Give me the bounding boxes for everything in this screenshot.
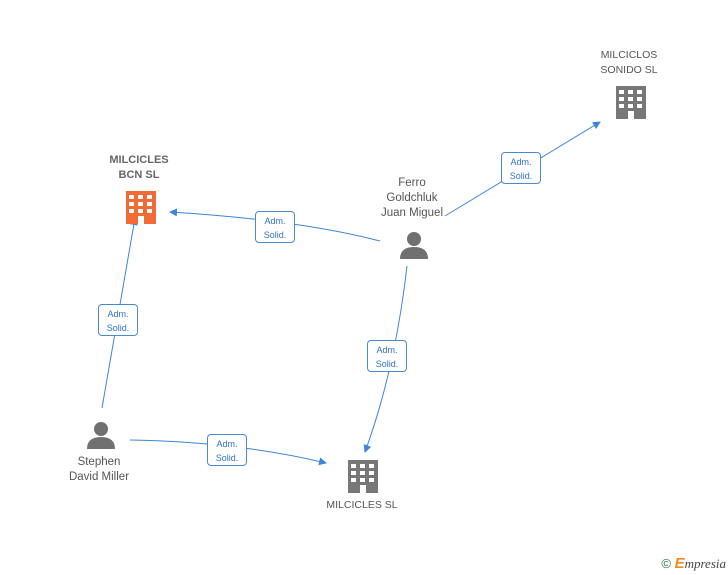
badge-line: Adm. (510, 157, 532, 167)
person-icon (400, 232, 428, 259)
building-icon (126, 191, 156, 224)
edge-label-badge[interactable]: Adm. Solid. (98, 304, 138, 336)
company-label-line: MILCICLOS (600, 49, 658, 61)
edge-label-badge[interactable]: Adm. Solid. (207, 434, 247, 466)
person-label-stephen[interactable]: Stephen David Miller (56, 455, 142, 485)
badge-line: Adm. (216, 439, 238, 449)
brand-initial: E (674, 555, 685, 572)
badge-line: Adm. (376, 345, 398, 355)
edge-label-badge[interactable]: Adm. Solid. (255, 211, 295, 243)
person-label-line: David Miller (68, 471, 130, 483)
brand-name: mpresia (684, 556, 726, 571)
building-icon (348, 460, 378, 493)
badge-line: Solid. (106, 323, 130, 333)
company-label-line: BCN SL (118, 169, 160, 181)
badge-line: Adm. (264, 216, 286, 226)
company-label-milcicles-bcn[interactable]: MILCICLES BCN SL (99, 153, 179, 183)
person-label-line: Ferro (398, 177, 426, 189)
empresia-watermark: © Empresia (661, 555, 726, 572)
badge-line: Solid. (215, 453, 239, 463)
person-label-ferro[interactable]: Ferro Goldchluk Juan Miguel (371, 176, 453, 221)
company-label-line: SONIDO SL (600, 64, 658, 76)
edge-label-badge[interactable]: Adm. Solid. (501, 152, 541, 184)
company-label-milcicles-sl[interactable]: MILCICLES SL (312, 498, 412, 513)
person-label-line: Juan Miguel (380, 207, 443, 219)
company-label-line: MILCICLES (109, 154, 169, 166)
edge-label-badge[interactable]: Adm. Solid. (367, 340, 407, 372)
person-label-line: Goldchluk (386, 192, 438, 204)
badge-line: Solid. (263, 230, 287, 240)
person-label-line: Stephen (77, 456, 121, 468)
company-label-line: MILCICLES SL (326, 499, 398, 511)
badge-line: Adm. (107, 309, 129, 319)
badge-line: Solid. (509, 171, 533, 181)
company-label-milciclos-sonido[interactable]: MILCICLOS SONIDO SL (584, 48, 674, 78)
person-icon (87, 422, 115, 449)
badge-line: Solid. (375, 359, 399, 369)
copyright-icon: © (661, 556, 671, 571)
building-icon (616, 86, 646, 119)
